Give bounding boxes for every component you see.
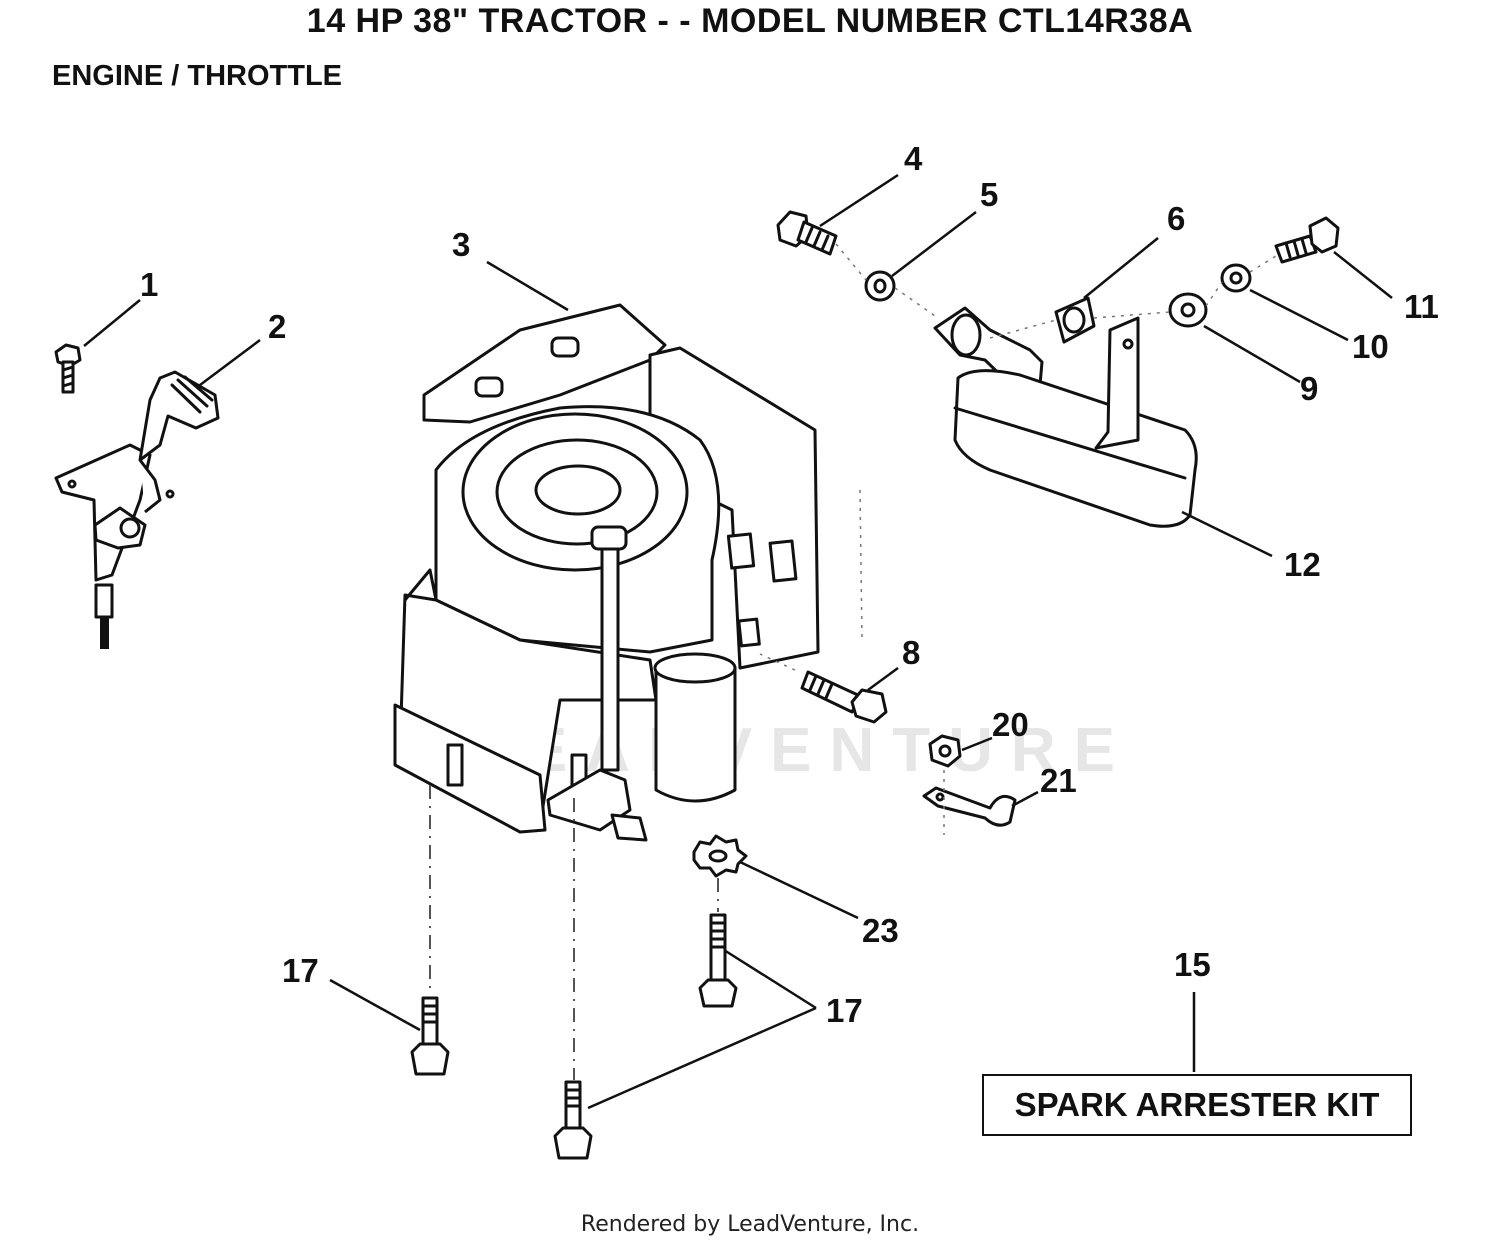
callout-3: 3 [452, 226, 471, 263]
spark-arrester-kit-box[interactable]: SPARK ARRESTER KIT [982, 1074, 1412, 1136]
part-23-star-washer[interactable] [692, 834, 748, 878]
part-4-bolt[interactable] [776, 210, 838, 256]
leader-lines [83, 173, 1393, 1110]
part-2-throttle-control[interactable] [54, 370, 220, 649]
callout-2: 2 [268, 308, 287, 345]
callout-5: 5 [980, 176, 999, 213]
part-21-clip[interactable] [922, 786, 1017, 827]
callout-4: 4 [904, 140, 923, 177]
callout-9: 9 [1300, 370, 1319, 407]
part-11-bolt[interactable] [1274, 216, 1340, 264]
part-20-nut[interactable] [928, 734, 962, 768]
part-17-bolt-left[interactable] [410, 996, 450, 1076]
assembly-lines [429, 243, 1277, 1080]
callout-6: 6 [1167, 200, 1186, 237]
callout-20: 20 [992, 706, 1029, 743]
callout-21: 21 [1040, 762, 1077, 799]
diagram-title: 14 HP 38" TRACTOR - - MODEL NUMBER CTL14… [306, 2, 1194, 40]
part-5-washer[interactable] [864, 270, 896, 302]
part-12-muffler[interactable] [933, 306, 1198, 528]
callout-15: 15 [1174, 946, 1211, 983]
callout-1: 1 [140, 266, 159, 303]
part-8-bolt[interactable] [800, 670, 888, 724]
callout-23: 23 [862, 912, 899, 949]
part-1-screw[interactable] [54, 343, 82, 394]
section-heading: ENGINE / THROTTLE [52, 60, 342, 92]
part-6-gasket[interactable] [1054, 296, 1096, 344]
callout-17-right: 17 [826, 992, 863, 1029]
part-17-bolt-right[interactable] [698, 913, 738, 1008]
callout-17-left: 17 [282, 952, 319, 989]
part-17-bolt-center[interactable] [553, 1080, 593, 1160]
part-3-engine[interactable] [393, 303, 820, 842]
footer-credit: Rendered by LeadVenture, Inc. [580, 1212, 920, 1237]
part-9-washer[interactable] [1168, 292, 1208, 328]
callout-11: 11 [1404, 288, 1439, 325]
callout-12: 12 [1284, 546, 1321, 583]
part-10-lockwasher[interactable] [1220, 263, 1252, 293]
callout-8: 8 [902, 634, 921, 671]
callout-10: 10 [1352, 328, 1389, 365]
